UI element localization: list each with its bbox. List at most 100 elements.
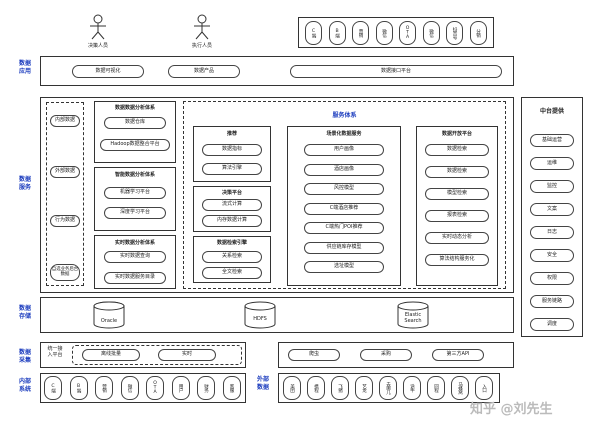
service-system-title: 服务体系: [332, 112, 357, 119]
dl-platform[interactable]: 深度学习平台: [104, 207, 166, 219]
hdfs-db-icon: [244, 301, 276, 329]
middle-item-0[interactable]: 基础运营: [530, 134, 574, 147]
stick-figure-icon: [90, 14, 106, 40]
internal-system-1[interactable]: B端: [69, 376, 88, 400]
middle-item-5[interactable]: 安全: [530, 249, 574, 262]
elastic-label: Elastic Search: [404, 312, 422, 324]
middle-item-8[interactable]: 调度: [530, 318, 574, 331]
ml-platform[interactable]: 机器学习平台: [104, 187, 166, 199]
external-source-3[interactable]: 艺龙: [355, 376, 373, 400]
open-item-0[interactable]: 数据检索: [425, 144, 489, 156]
external-source-2[interactable]: 飞猪: [331, 376, 349, 400]
stream-computing[interactable]: 流式计算: [202, 199, 262, 211]
middle-item-7[interactable]: 服务链路: [530, 295, 574, 308]
purchase[interactable]: 采购: [360, 349, 412, 361]
external-source-1[interactable]: 携程: [307, 376, 325, 400]
top-channel-2[interactable]: 营销: [352, 21, 369, 45]
internal-system-6-label: 财务: [203, 383, 209, 393]
external-source-7[interactable]: 马蜂窝: [451, 376, 469, 400]
crawler[interactable]: 爬虫: [288, 349, 340, 361]
business-item-5[interactable]: 供应链库存模型: [304, 241, 384, 254]
external-source-4[interactable]: 去哪儿: [379, 376, 397, 400]
data-product[interactable]: 数据产品: [168, 65, 240, 78]
external-source-7-label: 马蜂窝: [457, 381, 463, 395]
hadoop-platform[interactable]: Hadoop数据整合平台: [100, 139, 170, 151]
side-label-service: 数据 服务: [18, 176, 31, 191]
top-channel-0-label: C端: [311, 28, 317, 38]
top-channel-0[interactable]: C端: [305, 21, 322, 45]
business-item-2[interactable]: 风控模型: [304, 183, 384, 195]
data-warehouse[interactable]: 数据仓库: [104, 117, 166, 129]
middle-item-1[interactable]: 运维: [530, 157, 574, 170]
top-channel-1-label: B端: [334, 28, 340, 38]
business-item-4[interactable]: C端热门POI推荐: [304, 222, 384, 234]
external-source-5[interactable]: 途牛: [403, 376, 421, 400]
service-system: [183, 101, 506, 289]
middle-item-2[interactable]: 监控: [530, 180, 574, 193]
top-channel-3[interactable]: 微信: [375, 21, 393, 45]
data-metrics[interactable]: 数据指标: [202, 144, 262, 156]
stick-figure-icon: [194, 14, 210, 40]
business-item-3[interactable]: C端酒店推荐: [304, 202, 384, 215]
internal-system-0[interactable]: C端: [44, 376, 62, 400]
algorithm-engine[interactable]: 算法引擎: [202, 163, 262, 175]
hdfs-label: HDFS: [253, 316, 267, 322]
open-item-1[interactable]: 数据检索: [425, 166, 489, 178]
watermark: 知乎 @刘先生: [470, 402, 553, 417]
third-party-api[interactable]: 第三方API: [432, 349, 484, 361]
internal-system-5[interactable]: 用户: [171, 376, 190, 400]
batch-offline[interactable]: 离线批量: [82, 349, 140, 361]
top-channel-5[interactable]: 微信: [422, 21, 440, 45]
data-analysis-title: 数据数据分析体系: [114, 105, 155, 111]
smart-analysis-title: 智能数据分析体系: [114, 172, 155, 178]
open-item-3[interactable]: 报表检索: [425, 210, 489, 222]
top-channel-4[interactable]: OTA: [399, 21, 416, 45]
middle-item-4[interactable]: 日志: [530, 226, 574, 239]
realtime-catalog[interactable]: 实时数据服务目录: [104, 272, 166, 284]
relation-search[interactable]: 关系检索: [202, 251, 262, 263]
top-channel-7[interactable]: 分销: [469, 21, 487, 45]
fulltext-search[interactable]: 全文检索: [202, 267, 262, 279]
top-channel-1[interactable]: B端: [328, 21, 346, 45]
internal-data: 内部数据: [50, 115, 80, 127]
data-analysis-box: [94, 101, 176, 163]
realtime-query[interactable]: 实时数据查询: [104, 251, 166, 263]
actor-decision: [86, 14, 110, 48]
memory-computing[interactable]: 内存数据计算: [202, 215, 262, 227]
open-item-5[interactable]: 算法结构服务化: [425, 254, 489, 266]
external-source-6[interactable]: 同程: [427, 376, 445, 400]
realtime-analysis-title: 实时数据分析体系: [114, 240, 155, 246]
recommend-title: 推荐: [226, 131, 237, 137]
data-api-platform[interactable]: 数据接口平台: [290, 65, 502, 78]
external-source-8[interactable]: 入口: [475, 376, 493, 400]
business-item-6[interactable]: 选址模型: [304, 261, 384, 273]
side-label-app: 数据 应用: [18, 60, 31, 75]
internal-system-6[interactable]: 财务: [197, 376, 215, 400]
internal-system-7-label: 客服: [229, 383, 235, 393]
middle-item-3[interactable]: 文案: [530, 203, 574, 216]
realtime-collect[interactable]: 实时: [158, 349, 216, 361]
external-source-0[interactable]: 美团: [283, 376, 301, 400]
side-label-external: 外部 数据: [256, 376, 269, 391]
internal-system-4-label: OTA: [152, 381, 158, 395]
business-title: 场景化数据服务: [326, 131, 362, 137]
business-item-1[interactable]: 酒店画像: [304, 163, 384, 176]
top-channel-4-label: OTA: [405, 26, 411, 40]
external-source-4-label: 去哪儿: [385, 381, 391, 395]
source-column: [46, 102, 84, 286]
data-visualization[interactable]: 数据可视化: [72, 65, 144, 78]
internal-system-7[interactable]: 客服: [222, 376, 241, 400]
top-channel-6-label: 抖音号: [452, 26, 458, 40]
top-channel-6[interactable]: 抖音号: [446, 21, 463, 45]
top-channel-2-label: 营销: [358, 28, 364, 38]
internal-system-3[interactable]: 微信: [120, 376, 139, 400]
side-label-internal: 内部 系统: [18, 378, 31, 393]
business-item-0[interactable]: 用户画像: [304, 144, 384, 156]
top-channel-5-label: 微信: [428, 28, 434, 38]
top-channel-3-label: 微信: [381, 28, 387, 38]
middle-item-6[interactable]: 权限: [530, 272, 574, 285]
open-item-4[interactable]: 实时动态分析: [425, 232, 489, 244]
internal-system-2[interactable]: 营销: [95, 376, 113, 400]
open-item-2[interactable]: 模型检索: [425, 188, 489, 200]
internal-system-4[interactable]: OTA: [146, 376, 164, 400]
